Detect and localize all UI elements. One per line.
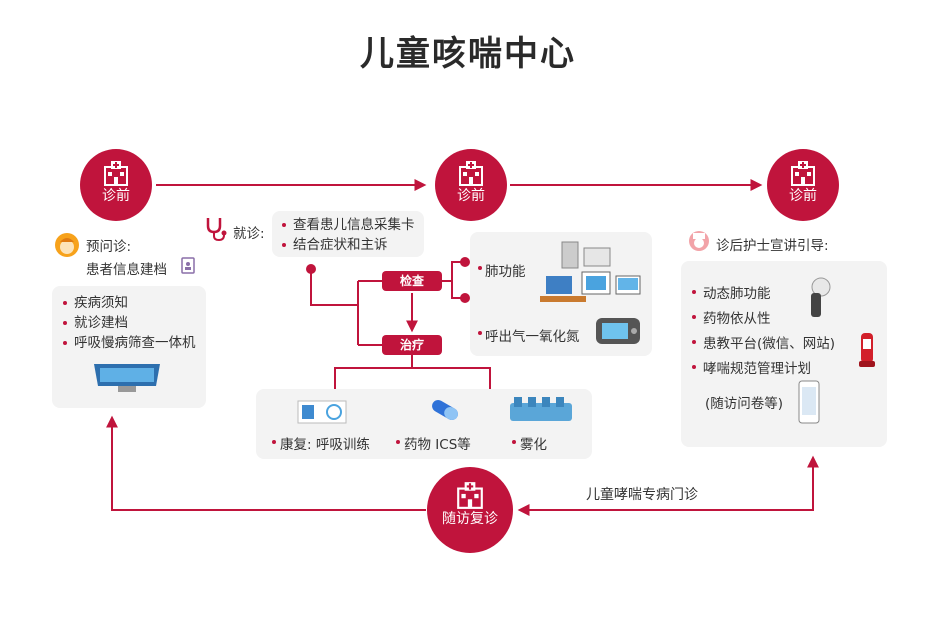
list-item: 哮喘规范管理计划 [691, 357, 835, 382]
inhaler-icon [859, 333, 875, 367]
hospital-icon [457, 482, 483, 509]
lung-function-device-icon [540, 241, 641, 302]
exam-tag: 检查 [382, 271, 442, 291]
node-label: 诊前 [789, 188, 817, 204]
node-pre-visit-2: 诊前 [435, 149, 507, 221]
portable-spirometer-icon [811, 277, 831, 317]
rehab-app-icon [297, 400, 347, 424]
pre-consult-label: 预问诊: [86, 239, 132, 255]
feno-device-icon [596, 318, 640, 344]
right-note: (随访问卷等) [705, 396, 784, 412]
left-info-box: 疾病须知 就诊建档 呼吸慢病筛查一体机 [52, 286, 206, 408]
capsule-icon [432, 400, 458, 420]
file-icon [181, 257, 195, 274]
list-item: 患教平台(微信、网站) [691, 332, 835, 357]
hospital-icon [104, 161, 128, 186]
exam-item: 呼出气一氧化氮 [485, 329, 580, 345]
arrow-followup-to-left [106, 415, 426, 511]
list-item: 药物依从性 [691, 307, 835, 332]
hospital-icon [791, 161, 815, 186]
treatment-tag: 治疗 [382, 335, 442, 355]
node-pre-visit-3: 诊前 [767, 149, 839, 221]
visit-connector [310, 269, 358, 306]
node-label: 诊前 [102, 188, 130, 204]
exam-item: 肺功能 [485, 264, 526, 280]
nebulizer-icon [510, 397, 572, 421]
treatment-item: 雾化 [520, 437, 547, 453]
treatment-box: 康复: 呼吸训练 药物 ICS等 雾化 [256, 389, 592, 459]
nurse-icon [55, 233, 79, 257]
visit-box: 查看患儿信息采集卡 结合症状和主诉 [272, 211, 424, 257]
list-item: 结合症状和主诉 [281, 235, 415, 255]
nurse-guide-icon [689, 231, 709, 251]
phone-icon [798, 380, 820, 424]
list-item: 呼吸慢病筛查一体机 [62, 333, 196, 353]
list-item: 就诊建档 [62, 313, 196, 333]
exam-box: 肺功能 呼出气一氧化氮 [470, 232, 652, 356]
list-item: 查看患儿信息采集卡 [281, 215, 415, 235]
node-label: 随访复诊 [442, 511, 498, 527]
page-title: 儿童咳喘中心 [360, 34, 576, 74]
visit-label: 就诊: [233, 226, 265, 242]
right-heading: 诊后护士宣讲引导: [716, 238, 829, 254]
records-label: 患者信息建档 [86, 262, 167, 278]
treatment-item: 康复: 呼吸训练 [280, 437, 370, 453]
stethoscope-icon [206, 218, 227, 242]
screening-kiosk-icon [94, 364, 160, 392]
node-label: 诊前 [457, 188, 485, 204]
hospital-icon [459, 161, 483, 186]
visit-dot [306, 264, 316, 274]
node-pre-visit-1: 诊前 [80, 149, 152, 221]
node-followup: 随访复诊 [427, 467, 513, 553]
list-item: 疾病须知 [62, 293, 196, 313]
exam-dot-2 [460, 293, 470, 303]
clinic-label: 儿童哮喘专病门诊 [586, 487, 698, 503]
exam-dot-1 [460, 257, 470, 267]
right-info-box: 动态肺功能 药物依从性 患教平台(微信、网站) 哮喘规范管理计划 (随访问卷等) [681, 261, 887, 447]
treatment-item: 药物 ICS等 [404, 437, 471, 453]
list-item: 动态肺功能 [691, 282, 835, 307]
